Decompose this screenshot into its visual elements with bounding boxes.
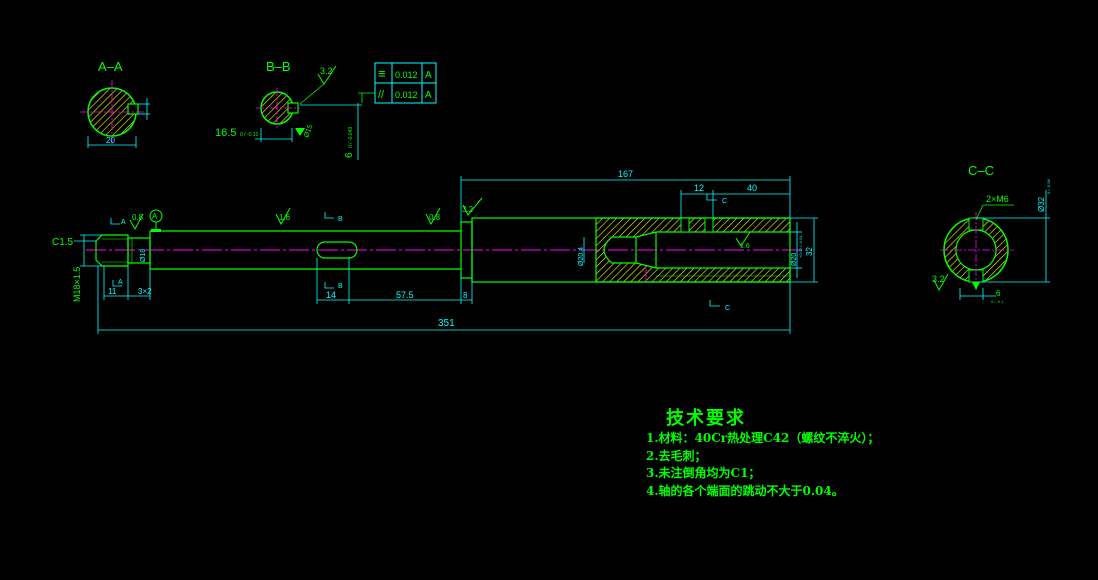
requirement-line-3: 3.未注倒角均为C1；: [646, 466, 761, 480]
section-b-b-roughness: 3.2: [320, 66, 333, 76]
section-b-b-depth-tol: 0 / -0.043: [348, 127, 354, 148]
bore-roughness: 1.6: [740, 243, 750, 250]
tol-row-1-value: 0.012: [395, 70, 418, 80]
dim-inner-dia: Ø20.4: [578, 247, 585, 266]
dim-14: 14: [326, 290, 336, 300]
cut-c-top: C: [722, 198, 727, 205]
dim-40: 40: [747, 183, 757, 193]
requirement-line-4: 4.轴的各个端面的跳动不大于0.04。: [646, 483, 844, 498]
cut-b-top: B: [338, 216, 343, 223]
tol-row-2-datum: A: [425, 90, 432, 101]
dim-8: 8: [463, 291, 468, 300]
dim-bore-dia: Ø20: [791, 253, 798, 266]
dim-left-dia: Ø18: [140, 249, 147, 262]
roughness-right: 0.8: [429, 213, 441, 222]
tol-row-1-datum: A: [425, 70, 432, 81]
dim-outer-dia: 32: [805, 247, 814, 256]
section-a-a-label: A–A: [98, 59, 123, 74]
section-b-b-depth: 6: [344, 152, 355, 158]
dim-total-length: 351: [438, 318, 455, 329]
dim-11: 11: [108, 287, 117, 296]
dim-undercut: 3×2: [138, 287, 152, 296]
geometric-tolerance-frame: ≡ 0.012 A // 0.012 A: [358, 62, 437, 104]
thread-label: M18×1.5: [72, 267, 82, 302]
section-c-c-roughness: 3.2: [932, 274, 945, 284]
cut-a-bottom: A: [118, 279, 123, 286]
section-c-c-outer-tol: 0 / -0.08: [1046, 179, 1051, 194]
section-c-c-thread: 2×M6: [986, 194, 1009, 204]
technical-requirements-title: 技术要求: [666, 408, 746, 429]
section-c-c: C–C 2×M6 Ø32 0 / -0.08 3.2 6 0 / -0.1: [932, 163, 1051, 304]
cut-b-bottom: B: [338, 283, 343, 290]
requirement-line-1: 1.材料：40Cr热处理C42（螺纹不淬火）；: [646, 431, 880, 445]
tol-row-1-symbol: ≡: [378, 66, 386, 81]
section-b-b-dim-right: Ø15: [303, 124, 314, 139]
technical-requirements: 技术要求 1.材料：40Cr热处理C42（螺纹不淬火）； 2.去毛刺； 3.未注…: [646, 404, 879, 500]
section-c-c-label: C–C: [968, 163, 994, 178]
dim-57-5: 57.5: [396, 290, 414, 300]
section-c-c-outer-dia: Ø32: [1037, 196, 1046, 212]
section-a-a-keyway: [127, 103, 139, 115]
shaft-bore-section: [595, 217, 791, 283]
roughness-a: 0.8: [132, 213, 144, 222]
tol-row-2-value: 0.012: [395, 90, 418, 100]
section-c-c-depth: 6: [996, 289, 1001, 298]
section-a-a: A–A 20: [80, 59, 150, 148]
roughness-step: 3.2: [462, 205, 474, 214]
dim-167: 167: [618, 169, 633, 179]
section-c-c-depth-tol: 0 / -0.1: [991, 299, 1004, 304]
section-b-b: B–B 3.2 16.5 0 / -0.10 Ø15 6 0 / -0.043: [215, 59, 362, 160]
section-b-b-label: B–B: [266, 59, 291, 74]
shaft-main-view: 351 167 12 40 C C Ø20 +0.02 / -0.01 32 Ø…: [52, 169, 818, 334]
roughness-mid: 1.6: [279, 213, 291, 222]
section-a-a-width: 20: [106, 136, 115, 145]
cut-a-top: A: [121, 219, 126, 226]
tol-row-2-symbol: //: [378, 89, 385, 101]
chamfer-label: C1.5: [52, 237, 74, 248]
section-b-b-dim-left: 16.5: [215, 127, 236, 139]
section-b-b-dim-left-tol: 0 / -0.10: [240, 132, 259, 138]
cut-c-bottom: C: [725, 305, 730, 312]
requirement-line-2: 2.去毛刺；: [646, 448, 707, 463]
dim-bore-tol: +0.02 / -0.01: [798, 235, 803, 258]
dim-12: 12: [694, 183, 704, 193]
datum-label: A: [152, 212, 158, 221]
